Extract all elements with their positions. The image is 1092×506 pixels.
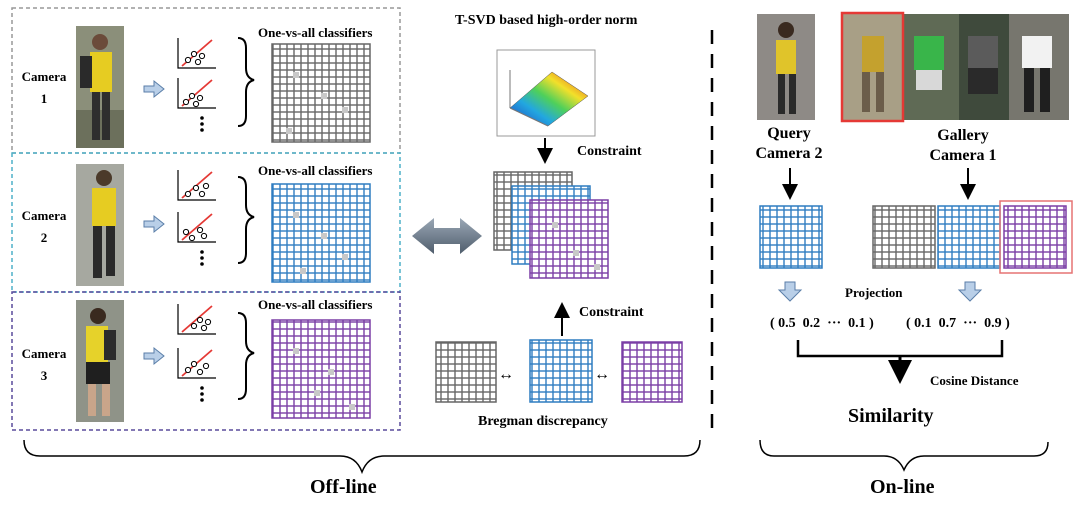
brace-icon [237,37,255,127]
classifier-title-2: One-vs-all classifiers [258,163,373,178]
person-photo-camera-2 [76,164,124,286]
tsvd-title: T-SVD based high-order norm [455,13,638,28]
gallery-match-highlight [840,11,905,123]
query-matrix [759,205,823,269]
cosine-bracket [796,340,1004,358]
online-label: On-line [870,476,935,498]
scatter-point [204,318,212,326]
scatter-point [202,362,210,370]
tsvd-surface-plot [496,49,596,137]
scatter-point [200,324,208,332]
cosine-distance-label: Cosine Distance [930,373,1019,388]
scatter-axes [177,170,216,201]
scatter-axes [177,38,216,69]
gallery-vector: ( 0.1 0.7 ··· 0.9 ) [906,316,1010,331]
person-photo-camera-3 [76,300,124,422]
scatter-point [194,58,202,66]
constraint-bottom-label: Constraint [579,305,644,320]
gallery-photos [843,14,1069,120]
scatter-point [190,360,198,368]
scatter-point [190,322,198,330]
bregman-label: Bregman discrepancy [478,414,608,429]
brace-icon [237,176,255,264]
right-arrow-icon [143,346,165,366]
ellipsis-dot [200,122,204,126]
gallery-matrix-gray [872,205,936,269]
classifier-title-3: One-vs-all classifiers [258,297,373,312]
ellipsis-dot [200,250,204,254]
bregman-matrix-purple [621,341,683,403]
scatter-point [188,92,196,100]
person-photo-camera-1 [76,26,124,148]
scatter-point [200,232,208,240]
ellipsis-dot [200,262,204,266]
projection-label: Projection [845,285,903,300]
scatter-point [190,50,198,58]
scatter-point [192,184,200,192]
double-arrow-icon [412,218,482,254]
classifier-matrix-camera-3 [271,319,371,419]
scatter-axes [177,348,216,379]
scatter-point [184,366,192,374]
right-arrow-icon [143,214,165,234]
bregman-matrix-gray [435,341,497,403]
scatter-point [182,228,190,236]
ellipsis-dot [200,386,204,390]
down-arrow-icon [957,281,983,302]
scatter-axes [177,304,216,335]
ellipsis-dot [200,116,204,120]
ellipsis-dot [200,256,204,260]
scatter-point [196,368,204,376]
scatter-point [192,100,200,108]
scatter-point [198,52,206,60]
bregman-matrix-blue [529,339,593,403]
bregman-arrow-left: ↔ [498,366,514,383]
right-arrow-icon [143,79,165,99]
offline-label: Off-line [310,476,377,498]
scatter-point [198,190,206,198]
scatter-point [196,316,204,324]
classifier-matrix-camera-2 [271,183,371,283]
offline-brace [23,439,701,475]
gallery-matrix-blue [937,205,1001,269]
bregman-arrow-right: ↔ [594,366,610,383]
scatter-axes [177,78,216,109]
scatter-point [196,226,204,234]
online-brace [759,439,1049,472]
classifier-line [181,213,213,241]
classifier-title-1: One-vs-all classifiers [258,25,373,40]
classifier-plots [177,38,216,402]
scatter-point [196,94,204,102]
scatter-axes [177,212,216,243]
ellipsis-dot [200,398,204,402]
brace-icon [237,312,255,400]
scatter-point [182,98,190,106]
ellipsis-dot [200,392,204,396]
down-arrow-icon [777,281,803,302]
query-photo [757,14,815,120]
camera-3-panel [11,291,401,431]
scatter-point [188,234,196,242]
ellipsis-dot [200,128,204,132]
classifier-line [181,305,213,333]
gallery-matrix-highlight [999,200,1073,274]
camera-2-panel [11,152,401,293]
scatter-point [202,182,210,190]
constraint-top-label: Constraint [577,144,642,159]
similarity-label: Similarity [848,405,934,427]
scatter-point [184,56,192,64]
gallery-matrix-purple [1003,205,1067,269]
scatter-point [184,190,192,198]
query-vector: ( 0.5 0.2 ··· 0.1 ) [770,316,874,331]
